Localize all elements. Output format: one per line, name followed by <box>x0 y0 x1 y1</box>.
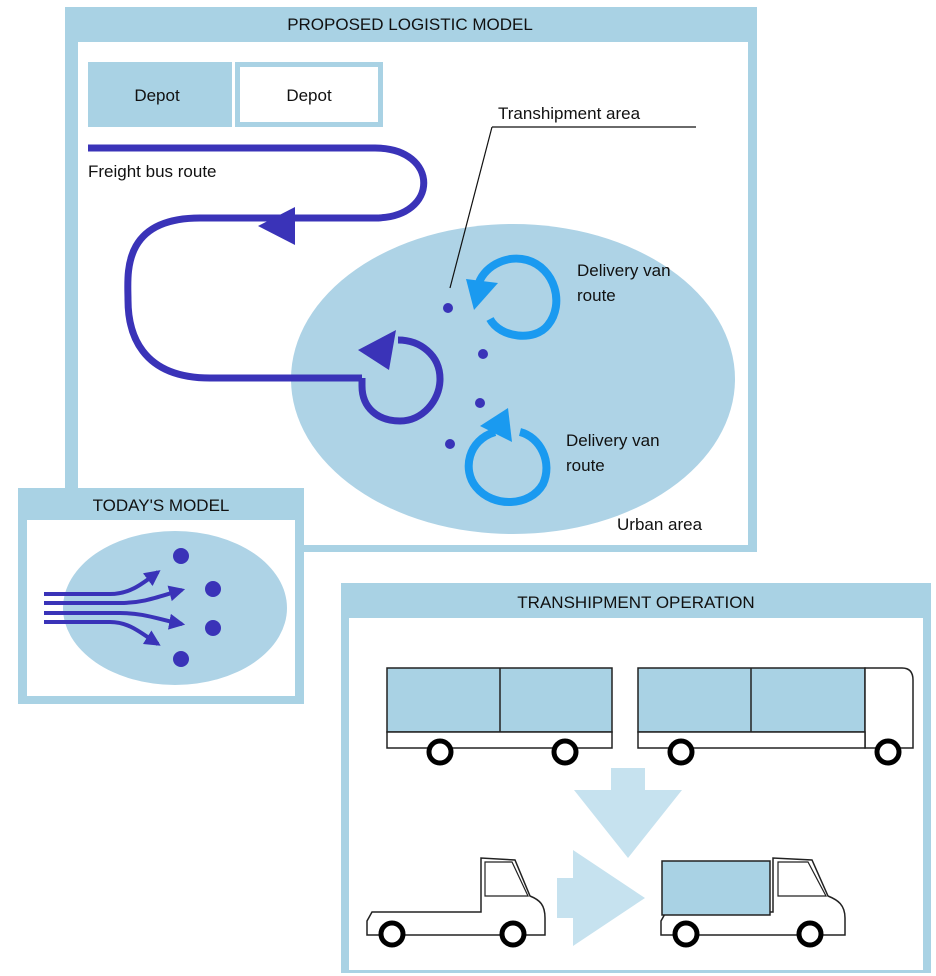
transhipment-operation-title: TRANSHIPMENT OPERATION <box>517 593 754 612</box>
transhipment-point <box>443 303 453 313</box>
delivery-van-route-2 <box>464 428 551 506</box>
delivery-point <box>173 548 189 564</box>
arrow-down-icon <box>574 768 682 858</box>
transhipment-point <box>445 439 455 449</box>
proposed-panel-title: PROPOSED LOGISTIC MODEL <box>287 15 533 34</box>
depot-left-label: Depot <box>134 86 180 105</box>
freight-bus-route-label: Freight bus route <box>88 162 217 181</box>
delivery-point <box>173 651 189 667</box>
proposed-logistic-model-panel: PROPOSED LOGISTIC MODEL Depot Depot Urba… <box>65 7 757 552</box>
truck-icon <box>366 857 546 948</box>
todays-model-panel: TODAY'S MODEL <box>18 488 304 704</box>
arrow-right-icon <box>557 850 645 946</box>
bus-loop <box>358 336 444 425</box>
truck-icon <box>637 667 914 766</box>
bus-route-arrowhead <box>258 207 295 245</box>
transhipment-point <box>475 398 485 408</box>
delivery-van-route-1-label-line1: Delivery van <box>577 261 671 280</box>
delivery-point <box>205 620 221 636</box>
delivery-van-route-2-label-line1: Delivery van <box>566 431 660 450</box>
transhipment-point <box>478 349 488 359</box>
depot-right-label: Depot <box>286 86 332 105</box>
urban-area-label: Urban area <box>617 515 703 534</box>
van-route-1-arrowhead <box>466 279 498 310</box>
delivery-van-route-2-label-line2: route <box>566 456 605 475</box>
van-route-2-arrowhead <box>480 408 512 442</box>
todays-direct-routes <box>44 570 186 646</box>
urban-area-ellipse <box>291 224 735 534</box>
todays-urban-ellipse <box>63 531 287 685</box>
delivery-point <box>205 581 221 597</box>
freight-bus-route-line <box>88 144 428 382</box>
todays-model-title: TODAY'S MODEL <box>93 496 230 515</box>
truck-trailer-icon <box>386 667 613 766</box>
transhipment-area-label: Transhipment area <box>498 104 641 123</box>
depot-left <box>88 62 232 127</box>
transhipment-operation-panel: TRANSHIPMENT OPERATION <box>341 583 931 973</box>
delivery-van-route-1 <box>474 254 561 340</box>
bus-loop-arrowhead <box>358 330 396 370</box>
truck-icon <box>660 857 846 948</box>
transhipment-callout-leader <box>449 126 493 289</box>
delivery-van-route-1-label-line2: route <box>577 286 616 305</box>
